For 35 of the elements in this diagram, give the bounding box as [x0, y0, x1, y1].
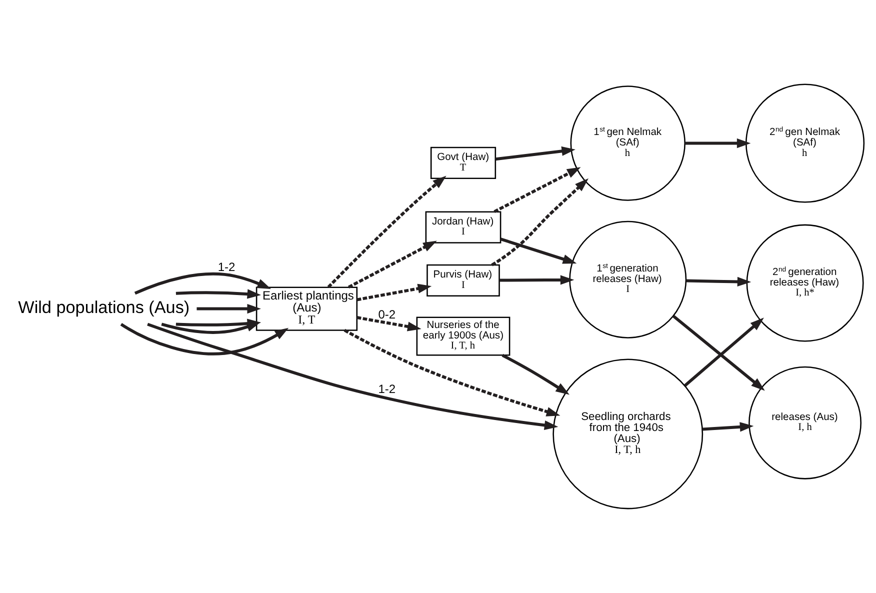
- arrow: [702, 422, 754, 432]
- node-box: Jordan (Haw) I: [425, 211, 502, 244]
- node-circle: Seedling orchards from the 1940s (Aus) I, T, h: [552, 358, 704, 510]
- node-circle: 2$^{nd}$ generation releases (Haw) I, h*: [746, 224, 864, 342]
- node-circle: 2$^{nd}$ gen Nelmak (SAf) h: [746, 84, 865, 203]
- node-box: Govt (Haw) T: [430, 146, 496, 180]
- node-circle: 1$^{st}$ generation releases (Haw) I: [569, 220, 687, 338]
- node-box: Earliest plantings (Aus) I, T: [256, 286, 358, 331]
- node-box: Nurseries of the early 1900s (Aus) I, T, h: [416, 316, 510, 356]
- arrow: [134, 272, 272, 295]
- node-text: Wild populations (Aus): [18, 297, 190, 318]
- arrow: [686, 276, 752, 287]
- arrow: [176, 289, 262, 299]
- arrow: [502, 354, 570, 395]
- node-box: Purvis (Haw) I: [426, 264, 500, 297]
- arrow: [327, 176, 446, 288]
- arrow: [176, 318, 262, 328]
- edge-label: 1-2: [378, 382, 396, 396]
- arrow: [196, 304, 261, 314]
- arrow: [684, 138, 751, 148]
- arrow: [356, 284, 432, 302]
- arrow: [491, 178, 588, 266]
- edge-label: 0-2: [378, 307, 396, 322]
- arrow: [344, 328, 560, 416]
- node-circle: releases (Aus) I, h: [748, 366, 862, 480]
- arrow: [500, 238, 577, 264]
- arrow: [672, 314, 765, 391]
- arrow: [494, 167, 581, 214]
- arrow: [499, 275, 574, 285]
- arrow: [356, 316, 422, 332]
- node-circle: 1$^{st}$ gen Nelmak (SAf) h: [570, 86, 686, 201]
- arrow: [495, 146, 576, 161]
- arrow: [348, 240, 437, 288]
- arrow: [684, 318, 764, 387]
- edge-label: 1-2: [218, 260, 236, 274]
